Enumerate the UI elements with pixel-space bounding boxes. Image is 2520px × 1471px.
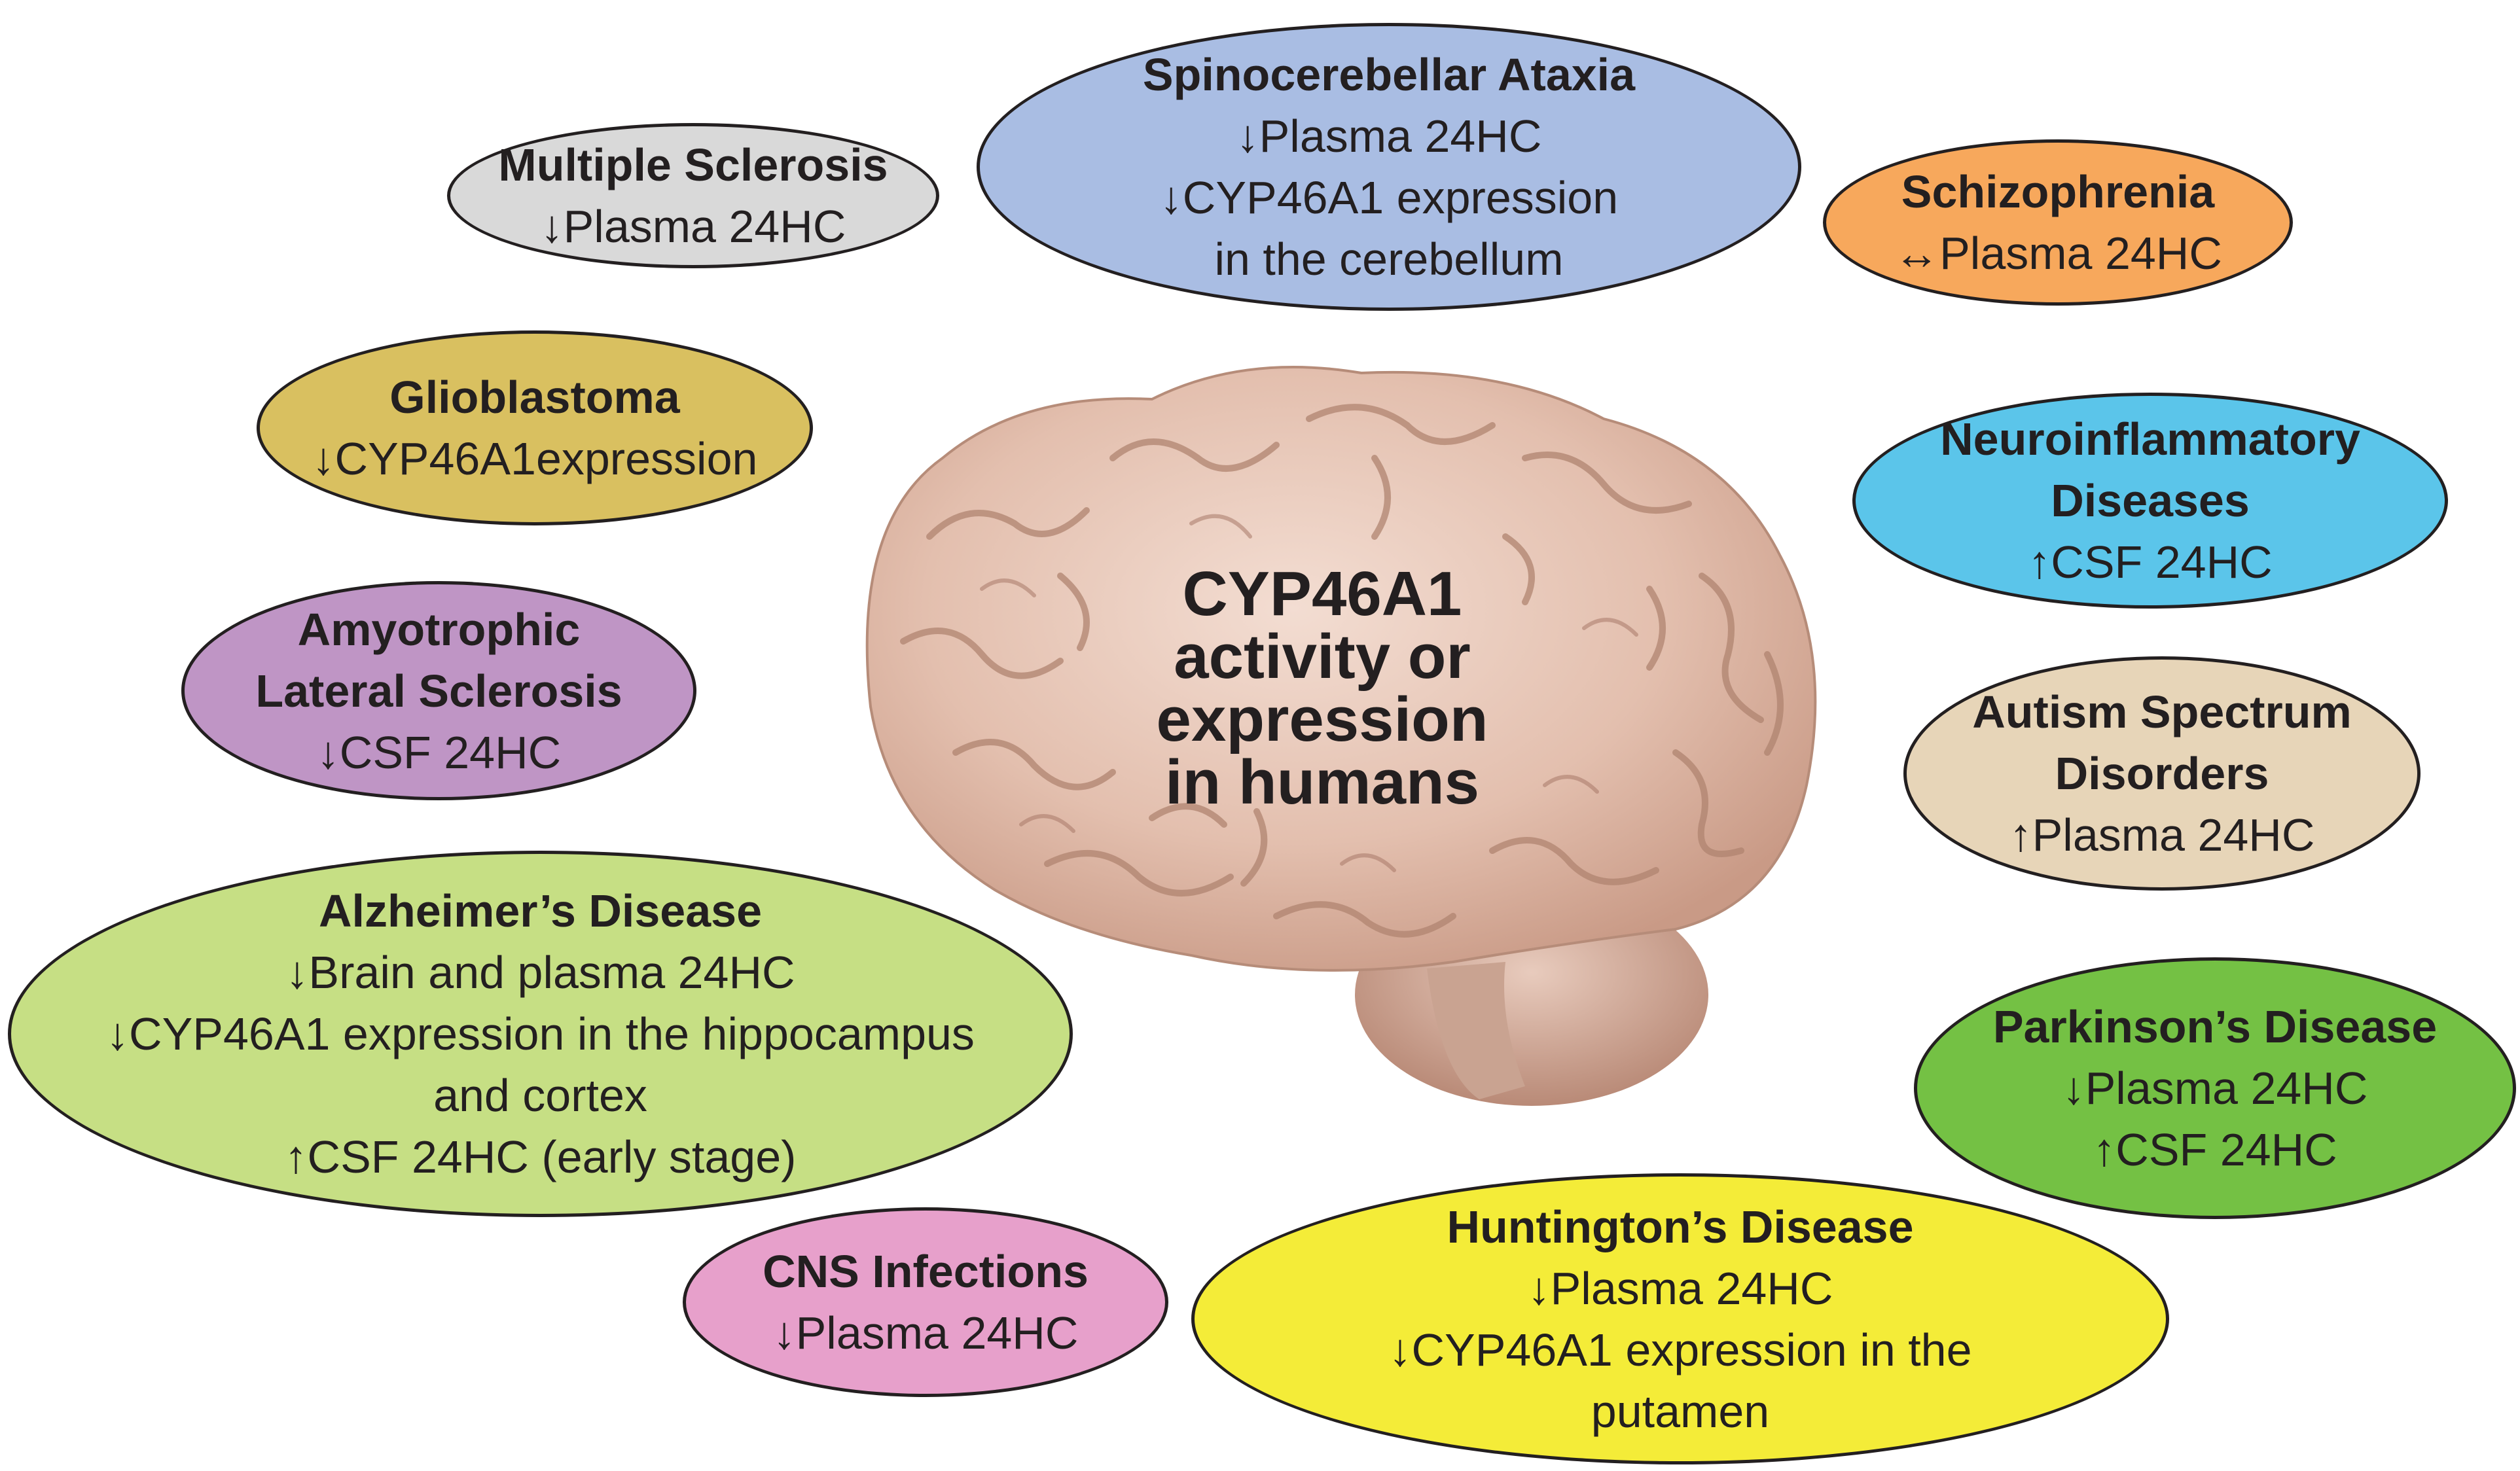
alzheimers-disease-finding: ↓Brain and plasma 24HC: [285, 947, 795, 998]
parkinsons-disease-title: Parkinson’s Disease: [1992, 1001, 2438, 1052]
center-line-1: CYP46A1: [1182, 559, 1462, 629]
center-line-4: in humans: [1164, 747, 1480, 817]
multiple-sclerosis-finding: ↓Plasma 24HC: [540, 201, 846, 252]
spinocerebellar-ataxia-finding: in the cerebellum: [1214, 234, 1564, 285]
spinocerebellar-ataxia-title: Spinocerebellar Ataxia: [1142, 49, 1636, 100]
brainstem-shape: [1427, 962, 1525, 1099]
parkinsons-disease-finding: ↑CSF 24HC: [2093, 1124, 2337, 1175]
center-line-3: expression: [1156, 684, 1488, 754]
glioblastoma-finding: ↓CYP46A1expression: [312, 433, 758, 484]
autism-spectrum-disorders-title: Autism Spectrum: [1972, 686, 2352, 737]
cns-infections-title: CNS Infections: [763, 1246, 1089, 1297]
autism-spectrum-disorders-title: Disorders: [2055, 748, 2269, 799]
schizophrenia-ellipse: Schizophrenia ↔Plasma 24HC: [1823, 139, 2293, 306]
glioblastoma-ellipse: Glioblastoma ↓CYP46A1expression: [257, 330, 813, 525]
alzheimers-disease-finding: ↓CYP46A1 expression in the hippocampus: [106, 1008, 975, 1059]
brain-fine-folds: [980, 514, 1638, 872]
glioblastoma-title: Glioblastoma: [389, 372, 680, 423]
amyotrophic-lateral-sclerosis-title: Amyotrophic: [297, 603, 581, 655]
alzheimers-disease-title: Alzheimer’s Disease: [318, 885, 763, 936]
autism-spectrum-disorders-finding: ↑Plasma 24HC: [2009, 809, 2315, 860]
cerebrum-shape: [865, 366, 1817, 972]
neuroinflammatory-diseases-finding: ↑CSF 24HC: [2028, 537, 2273, 588]
schizophrenia-finding: ↔Plasma 24HC: [1894, 228, 2222, 279]
spinocerebellar-ataxia-finding: ↓Plasma 24HC: [1236, 111, 1542, 162]
cns-infections-ellipse: CNS Infections ↓Plasma 24HC: [683, 1207, 1168, 1397]
amyotrophic-lateral-sclerosis-finding: ↓CSF 24HC: [316, 726, 562, 778]
huntingtons-disease-ellipse: Huntington’s Disease ↓Plasma 24HC ↓CYP46A1…: [1191, 1173, 2169, 1464]
cns-infections-finding: ↓Plasma 24HC: [772, 1307, 1079, 1358]
neuroinflammatory-diseases-title: Neuroinflammatory: [1940, 414, 2360, 465]
huntingtons-disease-finding: putamen: [1591, 1385, 1770, 1437]
parkinsons-disease-finding: ↓Plasma 24HC: [2062, 1063, 2368, 1114]
alzheimers-disease-ellipse: Alzheimer’s Disease ↓Brain and plasma 24H…: [8, 851, 1073, 1217]
huntingtons-disease-title: Huntington’s Disease: [1447, 1201, 1914, 1252]
alzheimers-disease-finding: and cortex: [433, 1070, 647, 1121]
multiple-sclerosis-ellipse: Multiple Sclerosis ↓Plasma 24HC: [447, 123, 939, 268]
multiple-sclerosis-title: Multiple Sclerosis: [498, 139, 888, 190]
alzheimers-disease-finding: ↑CSF 24HC (early stage): [284, 1131, 797, 1182]
amyotrophic-lateral-sclerosis-title: Lateral Sclerosis: [255, 665, 622, 717]
spinocerebellar-ataxia-ellipse: Spinocerebellar Ataxia ↓Plasma 24HC ↓CYP46…: [977, 23, 1801, 311]
spinocerebellar-ataxia-finding: ↓CYP46A1 expression: [1159, 172, 1619, 223]
huntingtons-disease-finding: ↓Plasma 24HC: [1527, 1262, 1833, 1314]
center-label: CYP46A1 activity or expression in humans: [1126, 563, 1519, 814]
brain-folds: [900, 404, 1784, 938]
schizophrenia-title: Schizophrenia: [1901, 166, 2215, 217]
neuroinflammatory-diseases-title: Diseases: [2051, 475, 2250, 526]
center-line-2: activity or: [1174, 622, 1471, 692]
parkinsons-disease-ellipse: Parkinson’s Disease ↓Plasma 24HC ↑CSF 24HC: [1914, 957, 2516, 1219]
huntingtons-disease-finding: ↓CYP46A1 expression in the: [1388, 1324, 1972, 1375]
